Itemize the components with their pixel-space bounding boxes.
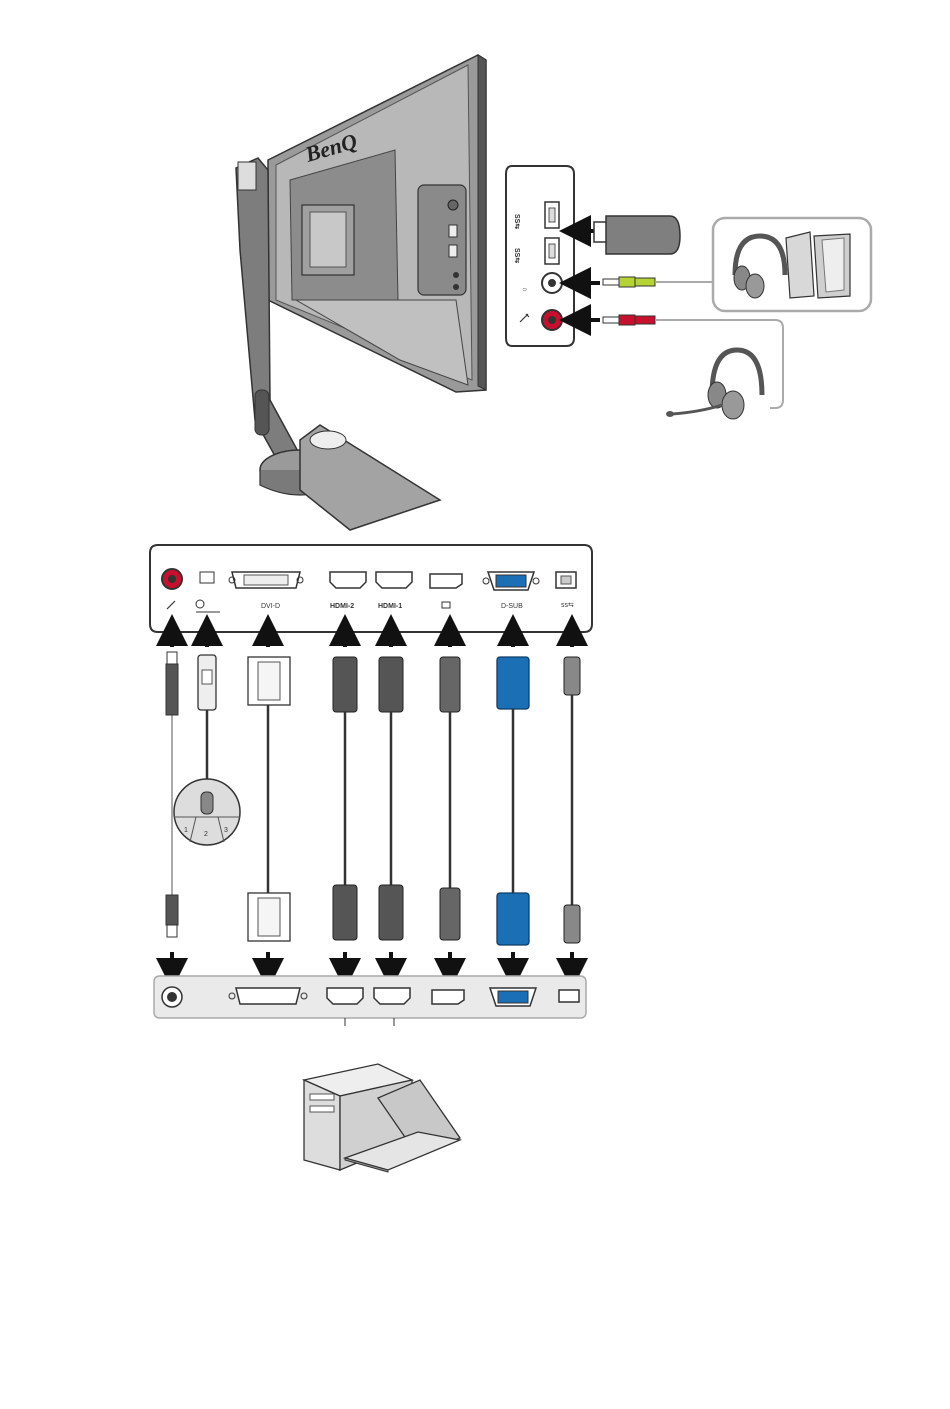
speakers-icon — [786, 232, 850, 298]
side-port-panel: SS⇆ SS⇆ ∩ — [506, 166, 574, 346]
port-label-dvi-d: DVI-D — [261, 603, 280, 610]
pc-dvi-port — [236, 988, 300, 1004]
pc-hdmi-port — [374, 988, 410, 1004]
usb-label-2: SS⇆ — [513, 248, 521, 263]
vga-plug-bottom — [497, 893, 529, 945]
port-label-hdmi-1: HDMI-1 — [378, 603, 402, 610]
usb-plug-top — [564, 657, 580, 695]
pc-hdmi-port — [327, 988, 363, 1004]
hdmi-plug-top — [379, 657, 403, 712]
osd-controller-icon: 1 2 3 — [174, 779, 240, 845]
displayport-port[interactable] — [430, 574, 462, 588]
hdmi-plug-bottom — [333, 885, 357, 940]
monitor-illustration: BenQ — [236, 55, 486, 530]
hdmi-plug-top — [333, 657, 357, 712]
controller-button-1: 1 — [184, 827, 188, 834]
audio-output-devices — [713, 218, 871, 311]
port-label-d-sub: D-SUB — [501, 603, 523, 610]
dp-plug-top — [440, 657, 460, 712]
computer-port-panel — [154, 976, 586, 1026]
usb-upstream-icon: ss⇆ — [561, 602, 574, 609]
hdmi-1-port[interactable] — [376, 572, 412, 588]
audio-plug-bottom — [166, 895, 178, 925]
usb-plug-bottom — [564, 905, 580, 943]
headphone-symbol: ∩ — [521, 287, 528, 292]
controller-port[interactable] — [200, 572, 214, 583]
audio-plug-green-icon — [603, 277, 713, 287]
vga-plug-top — [497, 657, 529, 709]
pc-usb-port — [559, 990, 579, 1002]
usb-label-1: SS⇆ — [513, 214, 521, 229]
bottom-port-panel: DVI-D HDMI-2 HDMI-1 D-SUB ss⇆ — [150, 545, 592, 632]
controller-button-3: 3 — [224, 827, 228, 834]
cables: 1 2 3 — [166, 630, 580, 974]
port-label-hdmi-2: HDMI-2 — [330, 603, 354, 610]
controller-button-2: 2 — [204, 831, 208, 838]
headset-icon — [666, 350, 762, 419]
dp-plug-bottom — [440, 888, 460, 940]
hdmi-plug-bottom — [379, 885, 403, 940]
audio-plug-top — [167, 652, 177, 664]
pc-displayport-port — [432, 990, 464, 1004]
hdmi-2-port[interactable] — [330, 572, 366, 588]
usb-drive-icon — [594, 216, 680, 254]
